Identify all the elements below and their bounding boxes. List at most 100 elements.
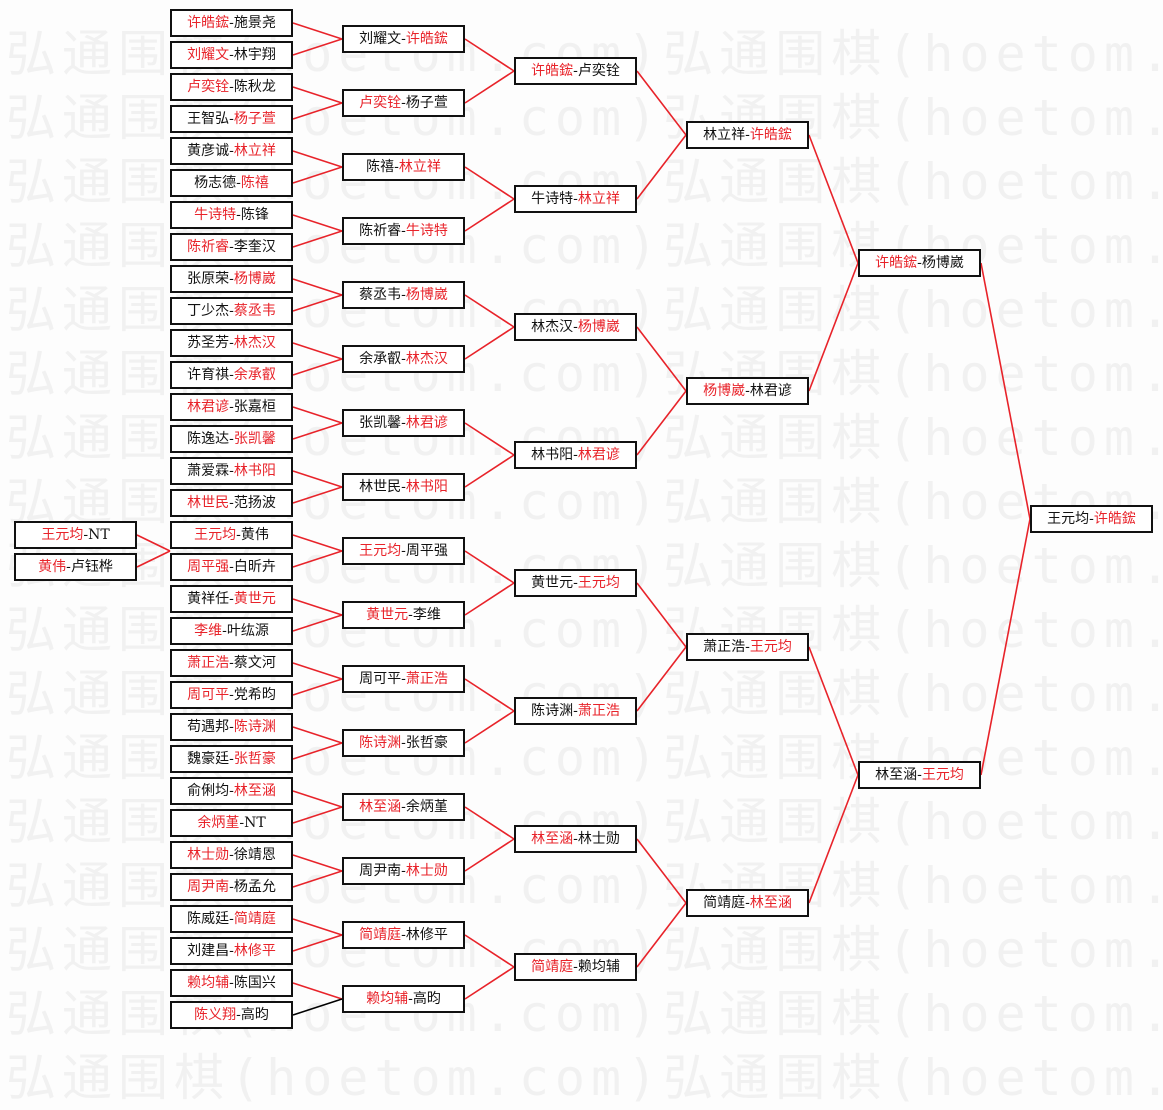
round3-match-box[interactable]: 牛诗特-林立祥 [514,185,637,213]
round2-match-box[interactable]: 王元均-周平强 [342,537,465,565]
round1-match-box[interactable]: 许皓鋐-施景尧 [170,9,293,37]
round1-match-box[interactable]: 苟遇邦-陈诗渊 [170,713,293,741]
round1-match-box[interactable]: 卢奕铨-陈秋龙 [170,73,293,101]
round1-match-box[interactable]: 陈威廷-简靖庭 [170,905,293,933]
round1-match-box[interactable]: 黄祥任-黄世元 [170,585,293,613]
round1-match-box[interactable]: 萧正浩-蔡文河 [170,649,293,677]
round1-match-box[interactable]: 萧爱霖-林书阳 [170,457,293,485]
round2-match-box[interactable]: 陈祈睿-牛诗特 [342,217,465,245]
round1-match-box[interactable]: 刘建昌-林修平 [170,937,293,965]
player-2-name: 林宇翔 [233,47,276,63]
round1-match-box[interactable]: 王智弘-杨子萱 [170,105,293,133]
round1-match-box[interactable]: 余炳堇-NT [170,809,293,837]
round1-match-box[interactable]: 苏圣芳-林杰汉 [170,329,293,357]
round1-match-box[interactable]: 刘耀文-林宇翔 [170,41,293,69]
player-1-name: 苏圣芳 [187,335,230,351]
round2-match-box[interactable]: 林至涵-余炳堇 [342,793,465,821]
versus-separator: - [401,223,406,239]
round1-match-box[interactable]: 许育祺-余承叡 [170,361,293,389]
round1-match-box[interactable]: 俞俐均-林至涵 [170,777,293,805]
round2-match-box[interactable]: 简靖庭-林修平 [342,921,465,949]
round2-match-box[interactable]: 陈禧-林立祥 [342,153,465,181]
round2-match-box[interactable]: 蔡丞韦-杨博崴 [342,281,465,309]
player-2-name: 林修平 [405,927,448,943]
round1-match-box[interactable]: 陈义翔-高昀 [170,1001,293,1029]
player-1-name: 萧爱霖 [187,463,230,479]
round3-match-box[interactable]: 许皓鋐-卢奕铨 [514,57,637,85]
round5-match-box[interactable]: 许皓鋐-杨博崴 [858,249,981,277]
round1-match-box[interactable]: 周平强-白昕卉 [170,553,293,581]
round4-match-box[interactable]: 杨博崴-林君谚 [686,377,809,405]
round1-match-box[interactable]: 张原荣-杨博崴 [170,265,293,293]
prelim-match-box[interactable]: 黄伟-卢钰桦 [14,553,137,581]
round5-match-box[interactable]: 林至涵-王元均 [858,761,981,789]
player-1-name: 周可平 [359,671,402,687]
round1-match-box[interactable]: 黄彦诚-林立祥 [170,137,293,165]
round3-match-box[interactable]: 简靖庭-赖均辅 [514,953,637,981]
player-1-name: 蔡丞韦 [359,287,402,303]
connector-line [292,678,343,696]
round3-match-box[interactable]: 黄世元-王元均 [514,569,637,597]
round1-match-box[interactable]: 牛诗特-陈锋 [170,201,293,229]
final-match-box[interactable]: 王元均-许皓鋐 [1030,505,1153,533]
connector-line [292,614,343,632]
round3-match-box[interactable]: 林至涵-林士勋 [514,825,637,853]
connector-line [464,70,515,104]
player-1-name: 黄伟 [38,559,67,575]
player-2-name: 蔡文河 [233,655,276,671]
round2-match-box[interactable]: 张凯馨-林君谚 [342,409,465,437]
round2-match-box[interactable]: 卢奕铨-杨子萱 [342,89,465,117]
round2-match-box[interactable]: 赖均辅-高昀 [342,985,465,1013]
versus-separator: - [573,703,578,719]
round4-match-box[interactable]: 萧正浩-王元均 [686,633,809,661]
connector-line [464,326,515,360]
versus-separator: - [229,79,234,95]
player-2-name: 林立祥 [398,159,441,175]
round1-match-box[interactable]: 赖均辅-陈国兴 [170,969,293,997]
player-1-name: 黄世元 [531,575,574,591]
versus-separator: - [401,671,406,687]
connector-line [292,742,343,760]
round1-match-box[interactable]: 王元均-黄伟 [170,521,293,549]
round3-match-box[interactable]: 林杰汉-杨博崴 [514,313,637,341]
round3-match-box[interactable]: 陈诗渊-萧正浩 [514,697,637,725]
connector-line [292,550,343,568]
round1-match-box[interactable]: 林君谚-张嘉桓 [170,393,293,421]
round2-match-box[interactable]: 陈诗渊-张哲豪 [342,729,465,757]
round2-match-box[interactable]: 黄世元-李维 [342,601,465,629]
round1-match-box[interactable]: 丁少杰-蔡丞韦 [170,297,293,325]
player-1-name: 俞俐均 [187,783,230,799]
prelim-match-box[interactable]: 王元均-NT [14,521,137,549]
connector-line [636,326,687,392]
round2-match-box[interactable]: 林世民-林书阳 [342,473,465,501]
round4-match-box[interactable]: 林立祥-许皓鋐 [686,121,809,149]
player-1-name: 王智弘 [187,111,230,127]
player-2-name: 李奎汉 [233,239,276,255]
round2-match-box[interactable]: 刘耀文-许皓鋐 [342,25,465,53]
connector-line [292,86,343,104]
round1-match-box[interactable]: 陈逸达-张凯馨 [170,425,293,453]
round3-match-box[interactable]: 林书阳-林君谚 [514,441,637,469]
connector-line [636,390,687,456]
round1-match-box[interactable]: 林世民-范扬波 [170,489,293,517]
round4-match-box[interactable]: 简靖庭-林至涵 [686,889,809,917]
round1-match-box[interactable]: 杨志德-陈禧 [170,169,293,197]
round2-match-box[interactable]: 周尹南-林士勋 [342,857,465,885]
round2-match-box[interactable]: 余承叡-林杰汉 [342,345,465,373]
connector-line [808,262,859,392]
versus-separator: - [573,575,578,591]
player-1-name: 许皓鋐 [875,255,918,271]
round1-match-box[interactable]: 林士勋-徐靖恩 [170,841,293,869]
player-2-name: 范扬波 [233,495,276,511]
round1-match-box[interactable]: 周尹南-杨孟允 [170,873,293,901]
round1-match-box[interactable]: 魏豪廷-张哲豪 [170,745,293,773]
connector-line [464,934,515,968]
round2-match-box[interactable]: 周可平-萧正浩 [342,665,465,693]
round1-match-box[interactable]: 周可平-党希昀 [170,681,293,709]
connector-line [636,838,687,904]
connector-line [808,646,859,776]
player-1-name: 王元均 [359,543,402,559]
round1-match-box[interactable]: 陈祈睿-李奎汉 [170,233,293,261]
player-2-name: 许皓鋐 [405,31,448,47]
round1-match-box[interactable]: 李维-叶纮源 [170,617,293,645]
